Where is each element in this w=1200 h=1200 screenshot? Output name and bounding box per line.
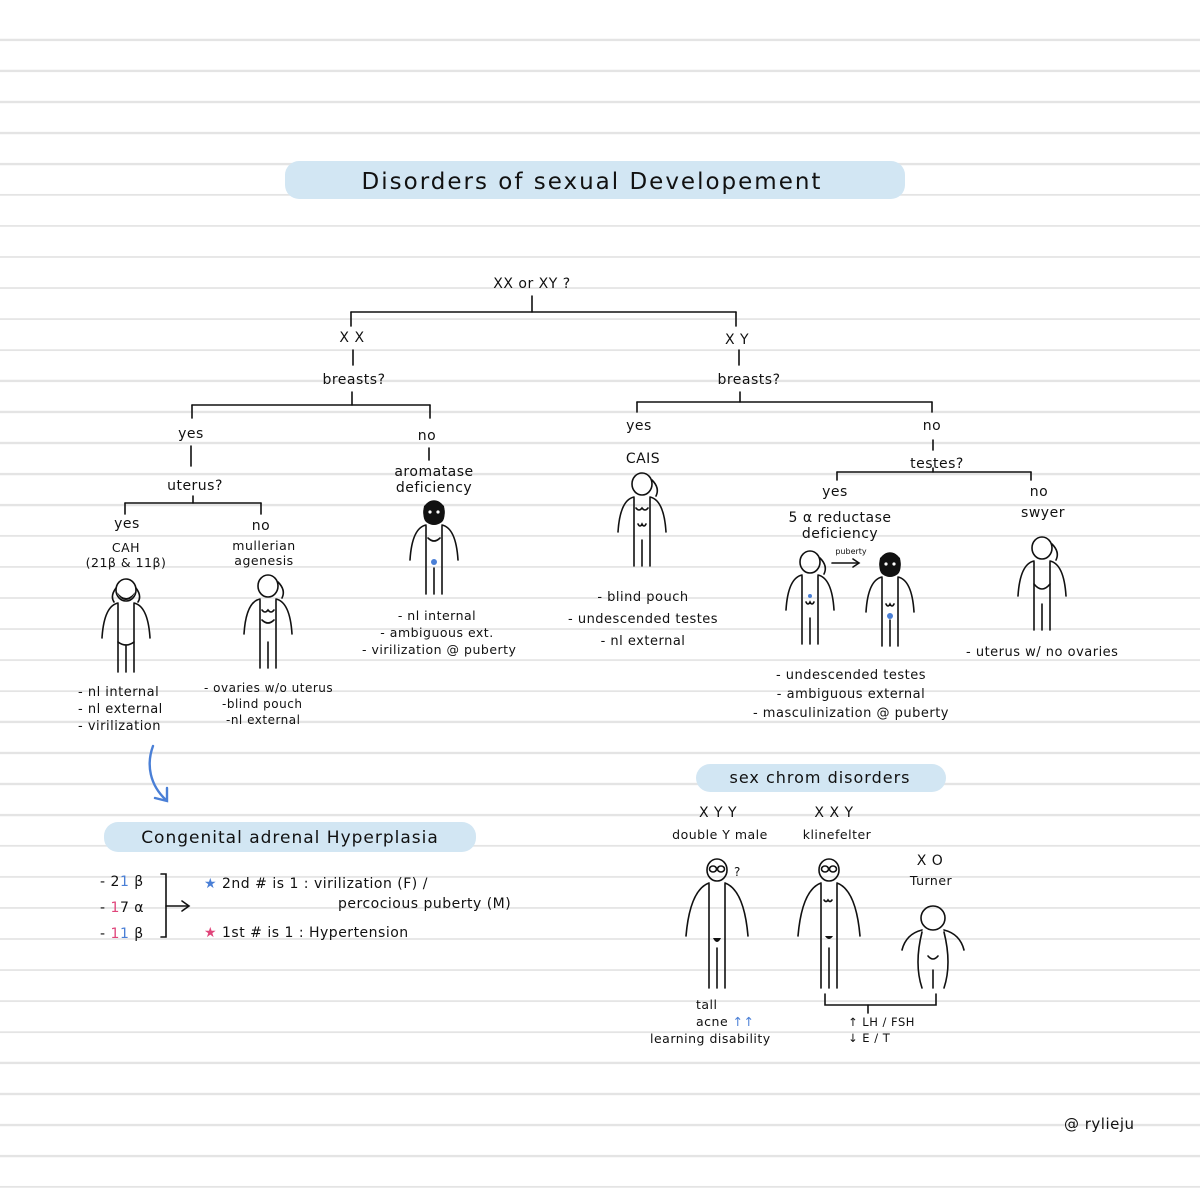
root-question: XX or XY ? xyxy=(493,276,571,292)
5a-reductase-name-2: deficiency xyxy=(801,526,879,542)
xx-breasts-yes: yes xyxy=(178,426,204,442)
xo-name: Turner xyxy=(909,873,953,888)
aromatase-name-2: deficiency xyxy=(395,480,473,496)
xy-breasts-question: breasts? xyxy=(717,372,781,388)
cah-subtitle: (21β & 11β) xyxy=(85,555,167,570)
xxy-name: klinefelter xyxy=(802,827,872,842)
cais-figure xyxy=(617,472,667,567)
page-title: Disorders of sexual Developement xyxy=(361,169,823,195)
xo-karyotype: X O xyxy=(916,853,944,869)
cais-name: CAIS xyxy=(625,451,661,467)
aromatase-features: - nl internal- ambiguous ext.- virilizat… xyxy=(362,608,517,657)
mullerian-figure xyxy=(243,574,293,669)
uterus-question: uterus? xyxy=(167,478,223,494)
cah-title-highlight xyxy=(104,822,476,852)
enzyme-11b: - 11 β xyxy=(100,926,144,942)
5a-reductase-figure-before xyxy=(785,550,835,645)
xxy-figure xyxy=(797,858,861,989)
cah-features: - nl internal- nl external- virilization xyxy=(78,685,163,734)
xx-breasts-no: no xyxy=(417,428,437,444)
xyy-name: double Y male xyxy=(672,827,768,842)
aromatase-name: aromatase xyxy=(394,464,474,480)
xo-figure xyxy=(901,905,965,989)
swyer-name: swyer xyxy=(1021,505,1065,521)
xyy-notes: tall acne ↑↑ learning disability xyxy=(650,997,771,1046)
rule-2nd-digit: ★ 2nd # is 1 : virilization (F) / xyxy=(204,876,428,892)
mullerian-features: - ovaries w/o uterus-blind pouch-nl exte… xyxy=(204,681,334,727)
5a-reductase-figure-after xyxy=(865,552,915,647)
xyy-question-mark: ? xyxy=(734,865,741,879)
cah-name: CAH xyxy=(111,540,141,555)
title-highlight xyxy=(285,161,905,199)
mullerian-name: mullerian xyxy=(232,538,296,553)
sex-chrom-title: sex chrom disorders xyxy=(729,768,911,787)
puberty-arrow-label: puberty xyxy=(835,547,867,556)
testes-no: no xyxy=(1029,484,1049,500)
rule-2nd-digit-cont: percocious puberty (M) xyxy=(338,896,512,912)
testes-question: testes? xyxy=(910,456,964,472)
uterus-no: no xyxy=(251,518,271,534)
acne-up-arrows: ↑↑ xyxy=(732,1014,755,1029)
klinefelter-turner-notes: ↑ LH / FSH ↓ E / T xyxy=(848,1015,915,1045)
cah-figure xyxy=(101,578,151,673)
pink-star-icon: ★ xyxy=(204,925,218,941)
cah-section-title: Congenital adrenal Hyperplasia xyxy=(141,828,439,848)
sex-chrom-title-highlight xyxy=(696,764,946,792)
aromatase-figure xyxy=(409,500,459,595)
uterus-yes: yes xyxy=(114,516,140,532)
xyy-figure xyxy=(685,858,749,989)
5a-reductase-name: 5 α reductase xyxy=(788,510,892,526)
swyer-features: - uterus w/ no ovaries xyxy=(966,645,1119,660)
testes-yes: yes xyxy=(822,484,848,500)
cais-features: - blind pouch- undescended testes- nl ex… xyxy=(568,590,719,649)
xx-breasts-question: breasts? xyxy=(322,372,386,388)
rule-1st-digit: ★ 1st # is 1 : Hypertension xyxy=(204,925,409,941)
xy-breasts-no: no xyxy=(922,418,942,434)
xyy-karyotype: X Y Y xyxy=(698,805,738,821)
xx-label: X X xyxy=(339,330,365,346)
xxy-karyotype: X X Y xyxy=(814,805,854,821)
xy-label: X Y xyxy=(724,332,750,348)
5a-reductase-features: - undescended testes- ambiguous external… xyxy=(752,668,950,721)
blue-star-icon: ★ xyxy=(204,876,218,892)
swyer-figure xyxy=(1017,536,1067,631)
enzyme-21b: - 21 β xyxy=(100,874,144,890)
xy-breasts-yes: yes xyxy=(626,418,652,434)
author-credit: @ rylieju xyxy=(1064,1115,1135,1133)
mullerian-name-2: agenesis xyxy=(234,553,294,568)
enzyme-17a: - 17 α xyxy=(100,900,145,916)
